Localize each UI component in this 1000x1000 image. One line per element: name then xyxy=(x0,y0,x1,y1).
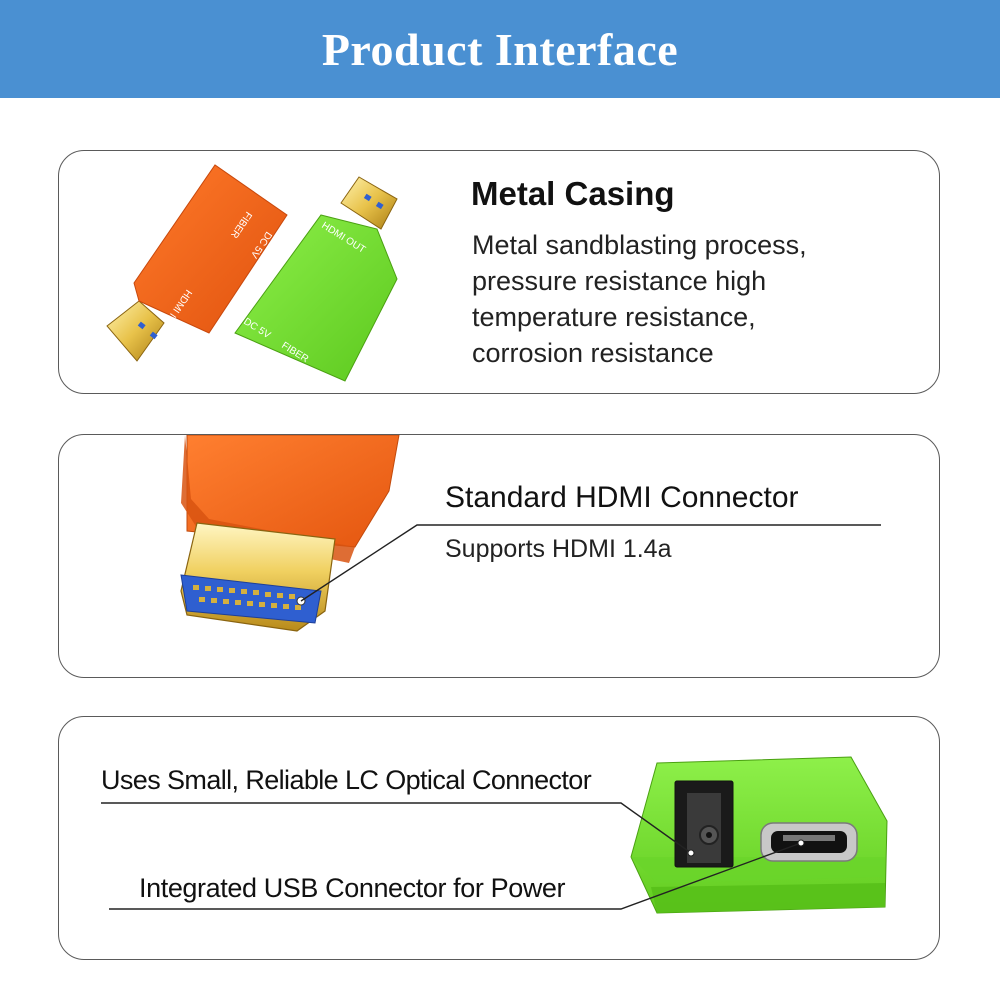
metal-casing-card: HDMI IN DC 5V FIBER HDMI OUT DC 5V FIBER xyxy=(58,150,940,394)
metal-casing-title: Metal Casing xyxy=(471,175,675,212)
callout-line xyxy=(300,524,881,602)
lc-optical-port xyxy=(674,780,734,868)
lc-callout-line xyxy=(101,802,692,854)
adapters-illustration: HDMI IN DC 5V FIBER HDMI OUT DC 5V FIBER xyxy=(106,164,398,382)
hdmi-connector-image xyxy=(180,435,400,632)
page-title: Product Interface xyxy=(321,23,679,75)
description-line: pressure resistance high xyxy=(472,266,767,296)
hdmi-connector-subtitle: Supports HDMI 1.4a xyxy=(445,535,672,563)
usb-connector-label: Integrated USB Connector for Power xyxy=(139,873,566,903)
description-line: corrosion resistance xyxy=(472,338,714,368)
lc-connector-label: Uses Small, Reliable LC Optical Connecto… xyxy=(101,765,592,795)
hdmi-connector-illustration xyxy=(180,435,881,632)
green-adapter-image: HDMI OUT DC 5V FIBER xyxy=(234,176,398,382)
micro-usb-port xyxy=(760,822,858,862)
optical-usb-illustration xyxy=(101,756,888,914)
orange-adapter-image: HDMI IN DC 5V FIBER xyxy=(106,164,288,362)
hdmi-connector-title: Standard HDMI Connector xyxy=(445,481,799,514)
hdmi-connector-card: Standard HDMI Connector Supports HDMI 1.… xyxy=(58,434,940,678)
description-line: temperature resistance, xyxy=(472,302,756,332)
header-banner: Product Interface xyxy=(0,0,1000,98)
green-adapter-ports-image xyxy=(630,756,888,914)
usb-callout-line xyxy=(109,842,802,910)
metal-casing-description: Metal sandblasting process, pressure res… xyxy=(472,227,807,371)
description-line: Metal sandblasting process, xyxy=(472,230,807,260)
optical-usb-card: Uses Small, Reliable LC Optical Connecto… xyxy=(58,716,940,960)
